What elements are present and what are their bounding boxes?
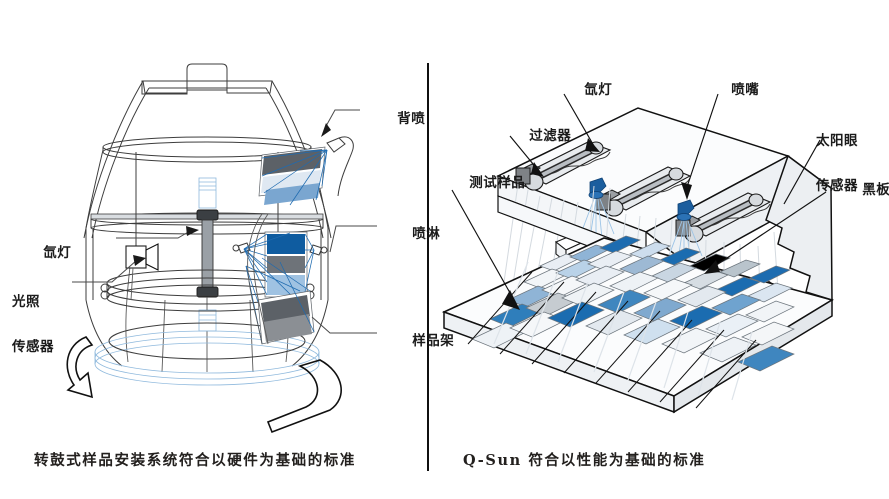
label-solar-eye-sensor-line2: 传感器 bbox=[816, 178, 858, 194]
sample-panel-top bbox=[258, 146, 326, 205]
label-light-sensor-line2: 传感器 bbox=[12, 339, 54, 355]
panel-divider bbox=[427, 63, 429, 471]
back-spray-pipe bbox=[247, 213, 269, 345]
label-light-sensor: 光照 传感器 bbox=[12, 265, 54, 385]
q-sun-chamber-illustration bbox=[441, 93, 835, 414]
label-test-specimen: 测试样品 bbox=[438, 161, 525, 206]
leader-lines-right bbox=[451, 93, 827, 310]
chamber-body bbox=[85, 149, 329, 367]
label-xenon-lamp-left: 氙灯 bbox=[12, 231, 71, 276]
rotation-arrow-right bbox=[266, 359, 342, 434]
spray-nozzle-mid-right bbox=[304, 233, 328, 293]
left-panel-caption: 转鼓式样品安装系统符合以硬件为基础的标准 bbox=[34, 452, 356, 469]
label-filter-text: 过滤器 bbox=[529, 128, 572, 144]
label-xenon-lamp-right: 氙灯 bbox=[553, 68, 612, 113]
sample-tray-grid bbox=[471, 235, 795, 372]
label-spray-text: 喷淋 bbox=[412, 226, 440, 242]
label-nozzle: 喷嘴 bbox=[700, 68, 759, 113]
label-filter: 过滤器 bbox=[498, 114, 571, 159]
label-sample-rack-text: 样品架 bbox=[412, 333, 455, 349]
label-black-panel-text: 黑板 bbox=[862, 182, 889, 198]
label-xenon-lamp-left-text: 氙灯 bbox=[43, 245, 72, 261]
label-solar-eye-sensor: 太阳眼 传感器 bbox=[816, 104, 858, 224]
label-xenon-lamp-right-text: 氙灯 bbox=[584, 82, 613, 98]
label-black-panel: 黑板 bbox=[831, 168, 889, 213]
right-panel-q-sun: 过滤器 氙灯 喷嘴 太阳眼 传感器 黑板 测试样品 Q-Sun 符合以性能为基础… bbox=[428, 0, 889, 499]
lamp-assembly-2 bbox=[595, 166, 692, 217]
center-shaft bbox=[196, 177, 219, 372]
label-spray: 喷淋 bbox=[381, 212, 440, 257]
left-panel-rotating-drum: 背喷 喷淋 样品架 氙灯 光照 传感器 转鼓式样品安装系统符合以硬件为基础的标准 bbox=[0, 0, 454, 499]
rotating-drum-illustration bbox=[66, 63, 377, 434]
label-light-sensor-line1: 光照 bbox=[12, 294, 40, 310]
label-back-spray: 背喷 bbox=[366, 97, 425, 142]
spray-nozzle-back bbox=[261, 136, 354, 206]
sample-panel-bottom bbox=[257, 290, 315, 345]
right-panel-caption: Q-Sun 符合以性能为基础的标准 bbox=[463, 452, 706, 469]
turntable-base bbox=[94, 322, 320, 386]
leader-lines bbox=[72, 109, 377, 334]
label-test-specimen-text: 测试样品 bbox=[469, 175, 526, 191]
label-nozzle-text: 喷嘴 bbox=[731, 82, 760, 98]
label-sample-rack: 样品架 bbox=[381, 319, 454, 364]
label-solar-eye-sensor-line1: 太阳眼 bbox=[816, 133, 858, 149]
label-back-spray-text: 背喷 bbox=[397, 111, 426, 127]
rotation-arrow-left bbox=[66, 336, 94, 399]
